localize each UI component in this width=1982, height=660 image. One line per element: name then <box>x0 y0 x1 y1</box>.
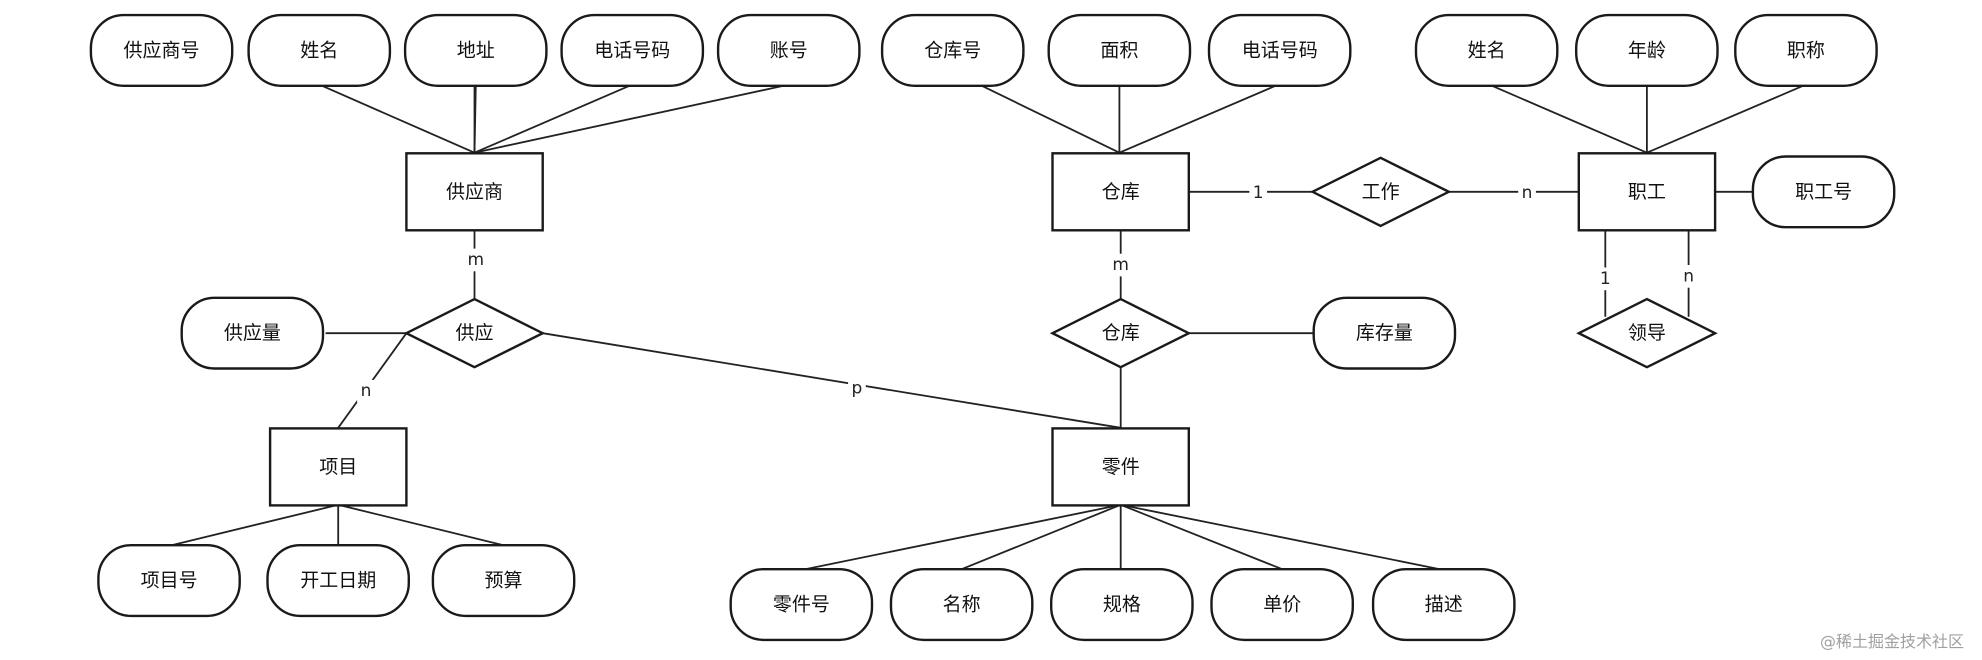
watermark: @稀土掘金技术社区 <box>1819 632 1964 651</box>
attribute-label-gys_no: 供应商号 <box>123 40 199 62</box>
connector-line <box>542 332 1121 429</box>
attribute-zg_name <box>1414 13 1559 87</box>
cardinality-c_ld_1: 1 <box>1600 269 1611 289</box>
entity-label-zg: 职工 <box>1628 181 1666 203</box>
attribute-label-xm_date: 开工日期 <box>300 570 376 592</box>
attribute-zg_title <box>1734 13 1878 87</box>
cardinality-bg <box>466 248 485 272</box>
entity-xm <box>268 427 408 507</box>
attribute-gys_name <box>247 13 392 87</box>
cardinality-c_ld_n: n <box>1683 266 1694 286</box>
cardinality-c_gys_gy: m <box>468 250 485 270</box>
attribute-gys_no <box>89 13 234 87</box>
attribute-label-zg_title: 职称 <box>1787 40 1825 62</box>
attribute-gy_qty <box>180 296 325 370</box>
attribute-gys_account <box>716 13 861 87</box>
attribute-label-lj_name: 名称 <box>943 594 981 616</box>
cardinality-c_ck_gz: 1 <box>1253 183 1264 203</box>
attribute-xm_date <box>266 544 411 618</box>
entity-label-lj: 零件 <box>1102 456 1140 478</box>
attribute-label-gys_account: 账号 <box>770 40 808 62</box>
attribute-xm_no <box>97 544 241 618</box>
attribute-lj_desc <box>1371 568 1516 642</box>
attribute-label-zg_age: 年龄 <box>1628 40 1666 62</box>
attribute-label-lj_spec: 规格 <box>1103 594 1141 616</box>
connector-line <box>1646 83 1807 154</box>
connector-line <box>171 503 339 547</box>
attribute-label-lj_desc: 描述 <box>1425 594 1463 616</box>
attribute-zg_no <box>1751 155 1896 229</box>
connector-line <box>474 83 789 154</box>
attribute-label-zg_name: 姓名 <box>1468 40 1506 62</box>
cardinality-bg <box>1596 267 1615 291</box>
connector-line <box>474 83 633 154</box>
cardinality-c_xm_gy: n <box>361 381 372 401</box>
attribute-label-lj_no: 零件号 <box>773 594 830 616</box>
attribute-label-lj_price: 单价 <box>1263 594 1301 616</box>
attribute-kc_qty <box>1312 296 1457 370</box>
attribute-lj_no <box>729 568 874 642</box>
attribute-label-zg_no: 职工号 <box>1795 181 1852 203</box>
connector-line <box>1120 503 1441 571</box>
attribute-zg_age <box>1574 13 1719 87</box>
connector-line <box>318 83 475 154</box>
relationship-gz <box>1309 156 1452 228</box>
attribute-xm_budget <box>431 544 576 618</box>
connector-line <box>337 503 504 547</box>
cardinality-bg <box>1518 181 1536 205</box>
relationship-label-ck_rel: 仓库 <box>1102 322 1140 344</box>
attribute-label-gys_addr: 地址 <box>457 40 495 62</box>
cardinality-bg <box>848 377 866 400</box>
entity-label-xm: 项目 <box>319 456 357 478</box>
relationship-label-gz: 工作 <box>1362 181 1400 203</box>
relationship-label-gy: 供应 <box>455 322 493 344</box>
attribute-ck_phone <box>1207 13 1352 87</box>
attribute-gys_addr <box>403 13 548 87</box>
relationship-ld <box>1576 297 1718 369</box>
attribute-lj_name <box>889 568 1034 642</box>
attribute-label-kc_qty: 库存量 <box>1356 322 1413 344</box>
attribute-label-ck_phone: 电话号码 <box>1242 40 1318 62</box>
attribute-label-ck_area: 面积 <box>1100 40 1138 62</box>
connector-line <box>978 83 1120 154</box>
attribute-label-xm_no: 项目号 <box>141 570 198 592</box>
attribute-lj_price <box>1210 568 1355 642</box>
attribute-label-gy_qty: 供应量 <box>224 322 281 344</box>
connector-line <box>805 503 1121 571</box>
entity-ck <box>1051 152 1191 232</box>
attribute-label-ck_no: 仓库号 <box>924 40 981 62</box>
cardinality-bg <box>1111 253 1130 277</box>
cardinality-c_lj_gy: p <box>852 379 863 399</box>
relationship-gy <box>403 297 546 369</box>
connector-line <box>1488 83 1648 154</box>
cardinality-bg <box>1679 265 1698 288</box>
entity-zg <box>1577 152 1717 232</box>
attribute-label-gys_name: 姓名 <box>300 40 338 62</box>
attribute-gys_phone <box>560 13 705 87</box>
entity-gys <box>405 152 544 232</box>
attribute-label-xm_budget: 预算 <box>484 570 522 592</box>
attribute-ck_area <box>1047 13 1192 87</box>
attribute-label-gys_phone: 电话号码 <box>594 40 670 62</box>
cardinality-bg <box>1249 181 1268 205</box>
attribute-ck_no <box>880 13 1025 87</box>
cardinality-c_zg_gz: n <box>1522 183 1533 203</box>
entity-label-ck: 仓库 <box>1102 181 1140 203</box>
connector-line <box>961 503 1122 571</box>
connector-line <box>1120 503 1283 571</box>
entity-label-gys: 供应商 <box>446 181 503 203</box>
entity-lj <box>1051 427 1191 507</box>
relationship-label-ld: 领导 <box>1628 322 1666 344</box>
connector-line <box>473 84 477 153</box>
attribute-lj_spec <box>1049 568 1194 642</box>
cardinality-bg <box>357 379 375 403</box>
cardinality-c_ck_rel: m <box>1112 255 1129 275</box>
connector-line <box>1119 83 1279 154</box>
relationship-ck_rel <box>1049 297 1192 369</box>
